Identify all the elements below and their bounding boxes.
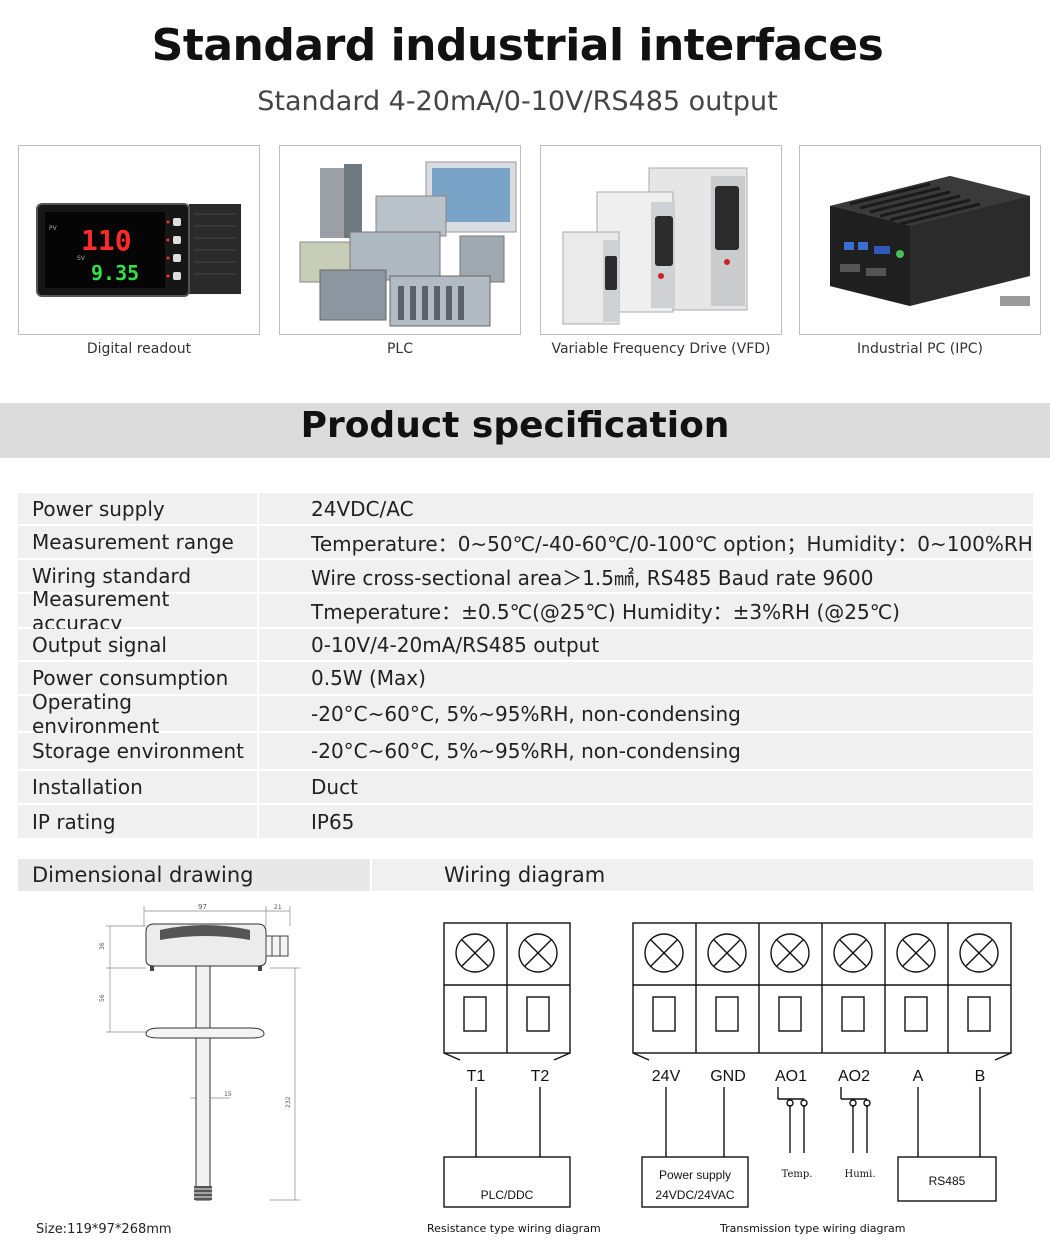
spec-section-title: Product specification — [300, 405, 730, 446]
dim-probe-dia: 15 — [224, 1091, 232, 1098]
sv-value: 9.35 — [91, 261, 139, 285]
spec-row: Measurement accuracy Tmeperature：±0.5℃(@… — [18, 586, 1033, 635]
spec-row: Wiring standard Wire cross-sectional are… — [18, 560, 1033, 594]
spec-key: Wiring standard — [32, 564, 192, 588]
spec-key: Installation — [32, 775, 143, 799]
transmission-wiring-caption: Transmission type wiring diagram — [720, 1222, 906, 1235]
pv-label: PV — [49, 225, 58, 232]
spec-key: Measurement accuracy — [32, 586, 170, 635]
device-label-digital-readout: Digital readout — [86, 341, 192, 357]
wiring-diagram-heading: Wiring diagram — [372, 859, 1033, 891]
humi-output-label: Humi. — [844, 1169, 875, 1180]
spec-value: Temperature：0~50℃/-40-60℃/0-100℃ option；… — [257, 526, 1033, 558]
spec-key: Storage environment — [32, 739, 244, 763]
spec-row: Storage environment -20°C~60°C, 5%~95%RH… — [18, 733, 1033, 771]
size-label: Size:119*97*268mm — [36, 1222, 172, 1237]
plc-ddc-label: PLC/DDC — [481, 1188, 534, 1202]
spec-key: Power supply — [32, 496, 165, 521]
spec-section-band — [0, 403, 1050, 458]
spec-row: Installation Duct — [18, 771, 1033, 805]
spec-table: Power supply 24VDC/AC Measurement range … — [18, 493, 1033, 840]
device-label-plc: PLC — [386, 341, 414, 357]
spec-key: Output signal — [32, 632, 167, 657]
device-label-ipc: Industrial PC (IPC) — [856, 341, 984, 357]
spec-row: Power consumption 0.5W (Max) — [18, 662, 1033, 696]
dim-side: 21 — [274, 904, 282, 911]
terminal-label-a: A — [913, 1068, 924, 1085]
vfd-image — [540, 145, 782, 335]
spec-row: IP rating IP65 — [18, 805, 1033, 840]
terminal-label-ao2: AO2 — [838, 1068, 870, 1085]
device-label-vfd: Variable Frequency Drive (VFD) — [551, 341, 771, 357]
dim-length: 232 — [285, 1096, 292, 1108]
pv-value: 110 — [81, 224, 132, 257]
terminal-label-t2: T2 — [531, 1068, 550, 1085]
spec-row: Power supply 24VDC/AC — [18, 493, 1033, 526]
terminal-label-gnd: GND — [710, 1068, 746, 1085]
dimensional-drawing: 97 21 36 56 15 232 — [99, 903, 300, 1201]
spec-value: -20°C~60°C, 5%~95%RH, non-condensing — [257, 696, 1033, 731]
spec-key: IP rating — [32, 809, 116, 834]
page-subtitle: Standard 4-20mA/0-10V/RS485 output — [257, 86, 778, 117]
spec-value: 0-10V/4-20mA/RS485 output — [257, 629, 1033, 660]
sv-label: SV — [77, 255, 86, 262]
spec-value: Wire cross-sectional area＞1.5㎟, RS485 Ba… — [257, 560, 1033, 592]
spec-key: Measurement range — [32, 530, 234, 554]
spec-row: Operating environment -20°C~60°C, 5%~95%… — [18, 689, 1033, 738]
rs485-label: RS485 — [929, 1174, 966, 1188]
spec-key: Power consumption — [32, 666, 229, 690]
spec-value: -20°C~60°C, 5%~95%RH, non-condensing — [257, 733, 1033, 769]
power-supply-label: Power supply — [659, 1168, 731, 1182]
spec-key: Operating environment — [32, 689, 160, 738]
terminal-label-t1: T1 — [467, 1068, 486, 1085]
dim-upper: 56 — [99, 994, 106, 1002]
page-title: Standard industrial interfaces — [151, 20, 884, 71]
spec-value: 0.5W (Max) — [257, 662, 1033, 694]
terminal-label-24v: 24V — [652, 1068, 681, 1085]
spec-row: Measurement range Temperature：0~50℃/-40-… — [18, 526, 1033, 560]
spec-value: Tmeperature：±0.5℃(@25℃) Humidity：±3%RH (… — [257, 594, 1033, 627]
dim-head: 36 — [99, 942, 106, 950]
spec-row: Output signal 0-10V/4-20mA/RS485 output — [18, 629, 1033, 662]
power-supply-voltage-label: 24VDC/24VAC — [655, 1188, 734, 1202]
temp-output-label: Temp. — [782, 1169, 813, 1180]
dim-width: 97 — [198, 903, 207, 911]
dimensional-drawing-heading: Dimensional drawing — [18, 859, 370, 891]
ipc-image — [799, 145, 1041, 335]
spec-value: 24VDC/AC — [257, 493, 1033, 524]
resistance-wiring-caption: Resistance type wiring diagram — [427, 1222, 601, 1235]
terminal-label-ao1: AO1 — [775, 1068, 807, 1085]
spec-value: IP65 — [257, 805, 1033, 838]
spec-value: Duct — [257, 771, 1033, 803]
wiring-diagram: T1 T2 PLC/DDC 24V GND AO1 AO2 A B Power … — [443, 922, 1012, 1208]
terminal-label-b: B — [975, 1068, 986, 1085]
digital-readout-image: PV 110 SV 9.35 — [18, 145, 260, 335]
plc-image — [279, 145, 521, 335]
